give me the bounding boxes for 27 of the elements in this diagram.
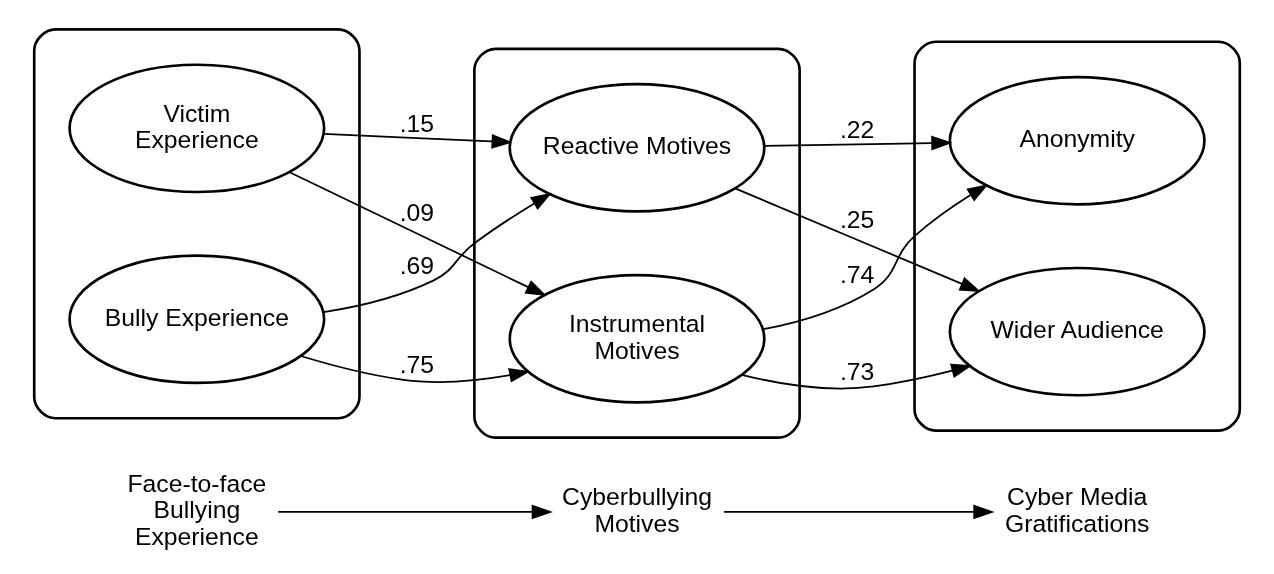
cluster bbox=[473, 47, 801, 440]
node-text: Cyberbullying Motives bbox=[562, 483, 712, 537]
arrow bbox=[734, 187, 981, 292]
edge-label: .74 bbox=[839, 260, 875, 288]
arrow bbox=[322, 192, 552, 313]
edge-label: .25 bbox=[839, 205, 875, 233]
edge-label: .15 bbox=[399, 110, 435, 138]
arrow bbox=[723, 504, 995, 520]
edge-label: .69 bbox=[399, 251, 435, 279]
edge-label: .09 bbox=[399, 198, 435, 226]
node-ellipse: Victim Experience bbox=[68, 63, 326, 194]
edge-label: .22 bbox=[839, 115, 875, 143]
arrow bbox=[740, 363, 973, 390]
node-text: Cyber Media Gratifications bbox=[1004, 483, 1150, 537]
cluster bbox=[32, 28, 361, 420]
edge-label: .73 bbox=[839, 357, 875, 385]
node-text: Face-to-face Bullying Experience bbox=[127, 469, 267, 550]
arrow bbox=[762, 184, 989, 331]
edge-label: .75 bbox=[399, 350, 435, 378]
node-ellipse: Bully Experience bbox=[68, 254, 326, 385]
node-ellipse: Anonymity bbox=[948, 75, 1206, 206]
arrow bbox=[322, 133, 513, 149]
arrow bbox=[763, 135, 953, 151]
cluster bbox=[913, 40, 1242, 432]
arrow bbox=[300, 355, 531, 383]
arrow bbox=[277, 504, 553, 520]
arrow bbox=[288, 171, 547, 297]
